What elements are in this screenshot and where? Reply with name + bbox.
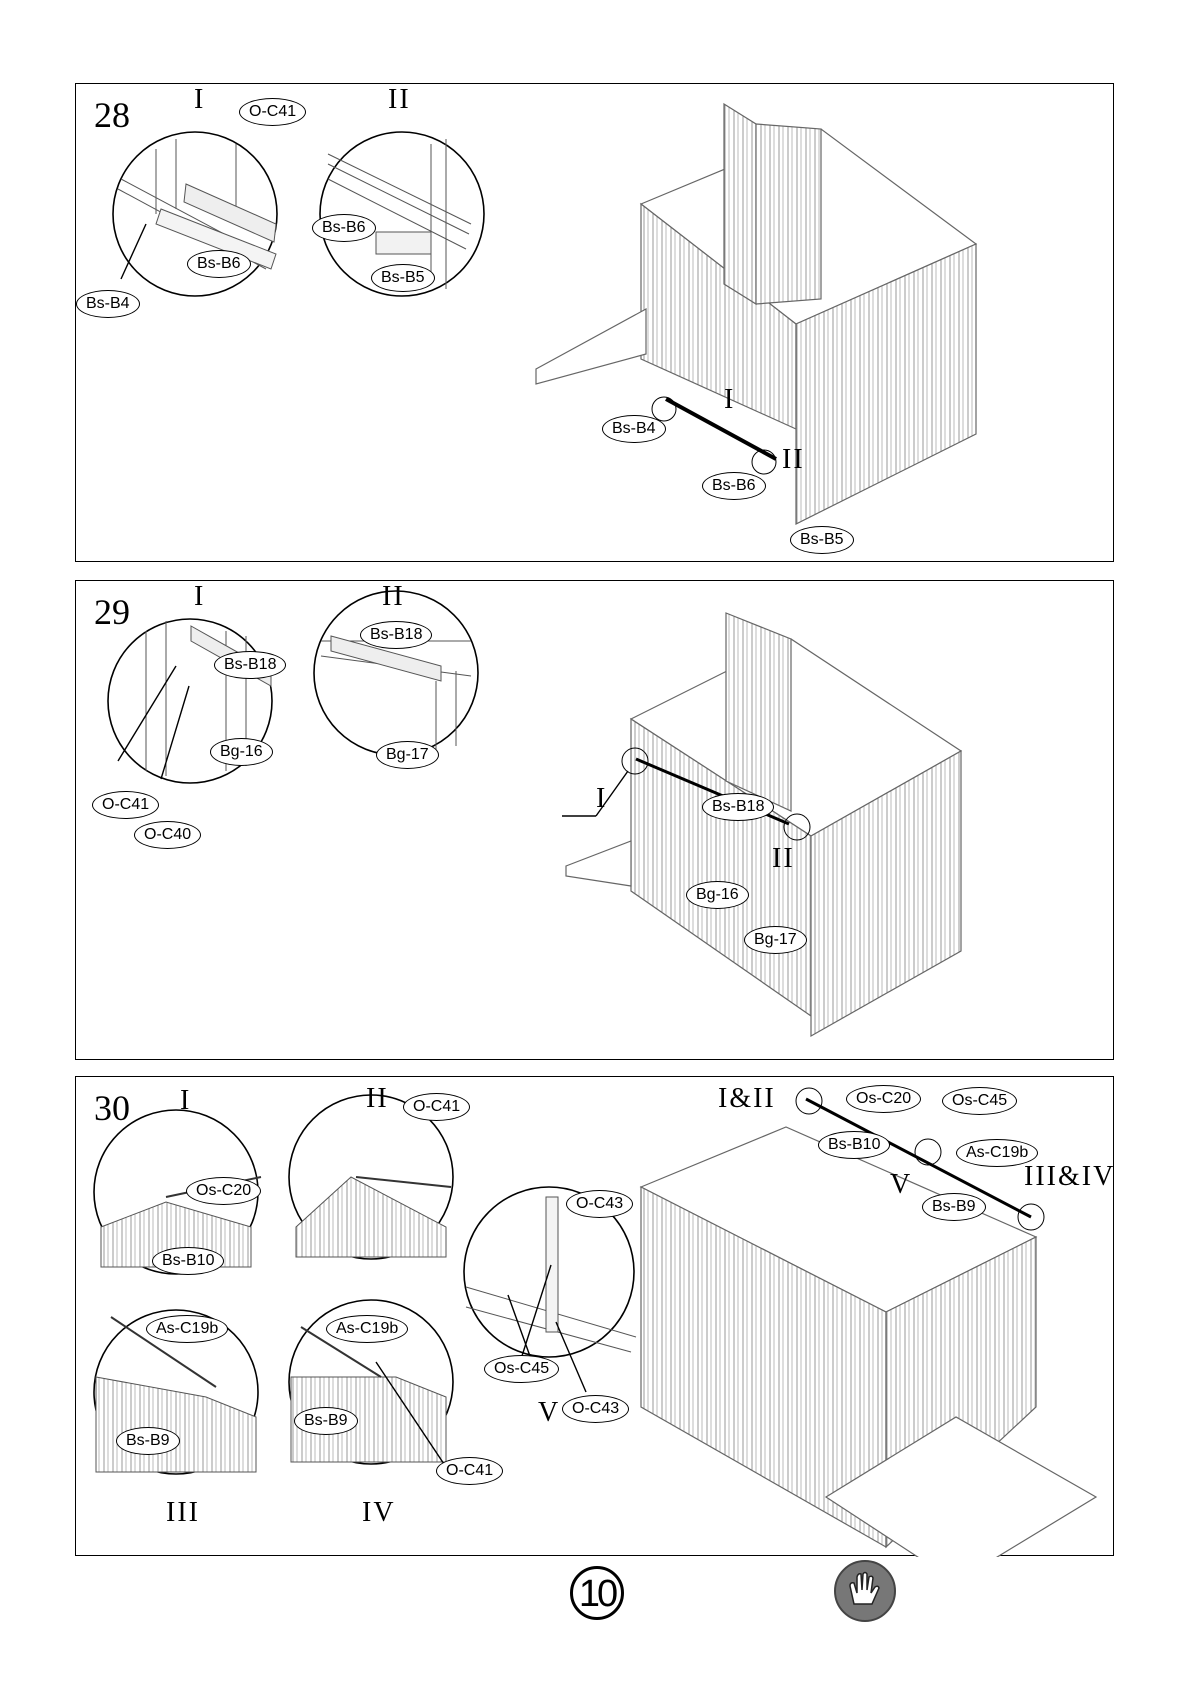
detail-label-ii: II [382,581,405,613]
part-label: Os-C20 [186,1177,261,1205]
part-label: Bs-B5 [790,526,854,554]
part-label: Bs-B4 [76,290,140,318]
page-number: 10 [570,1566,624,1620]
detail-label-iii: III [166,1497,200,1529]
part-label: Bs-B18 [360,621,432,649]
part-label: Bs-B18 [702,793,774,821]
detail-label-v: V [538,1397,560,1429]
part-label: Os-C45 [942,1087,1017,1115]
part-label: O-C41 [239,98,306,126]
gloves-icon [834,1560,896,1622]
scene-marker-i-ii: I&II [718,1083,776,1115]
part-label: Bs-B9 [294,1407,358,1435]
step-number: 30 [94,1087,130,1129]
part-label: Os-C45 [484,1355,559,1383]
part-label: Bg-17 [376,741,439,769]
step-number: 29 [94,591,130,633]
part-label: O-C43 [562,1395,629,1423]
part-label: Bs-B6 [702,472,766,500]
part-label: Bs-B4 [602,415,666,443]
part-label: Bs-B9 [922,1193,986,1221]
part-label: Bg-16 [686,881,749,909]
part-label: Bg-16 [210,738,273,766]
detail-label-iv: IV [362,1497,396,1529]
detail-label-ii: II [366,1083,389,1115]
part-label: Bs-B18 [214,651,286,679]
part-label: As-C19b [956,1139,1038,1167]
step-28-panel: 28 I II I II O-C41 Bs-B4 Bs-B6 Bs-B6 Bs-… [75,83,1114,562]
part-label: O-C41 [403,1093,470,1121]
step-28-illustration [76,84,1115,563]
part-label: Bs-B6 [187,250,251,278]
part-label: Bs-B9 [116,1427,180,1455]
scene-marker-iii-iv: III&IV [1024,1161,1115,1193]
part-label: As-C19b [326,1315,408,1343]
scene-marker-v: V [890,1169,912,1201]
part-label: O-C41 [436,1457,503,1485]
step-29-panel: 29 I II I II Bs-B18 Bg-16 O-C41 O-C40 Bs… [75,580,1114,1060]
detail-label-i: I [180,1085,191,1117]
detail-label-ii: II [388,84,411,116]
part-label: Os-C20 [846,1085,921,1113]
step-30-panel: 30 I II III IV V I&II V III&IV Os-C20 Bs… [75,1076,1114,1556]
part-label: Bs-B10 [818,1131,890,1159]
part-label: Bs-B10 [152,1247,224,1275]
scene-marker-i: I [596,783,607,815]
part-label: Bs-B6 [312,214,376,242]
scene-marker-i: I [724,384,735,416]
part-label: O-C43 [566,1190,633,1218]
detail-label-i: I [194,581,205,613]
part-label: O-C40 [134,821,201,849]
scene-marker-ii: II [772,843,795,875]
part-label: As-C19b [146,1315,228,1343]
part-label: Bg-17 [744,926,807,954]
step-number: 28 [94,94,130,136]
part-label: O-C41 [92,791,159,819]
part-label: Bs-B5 [371,264,435,292]
scene-marker-ii: II [782,444,805,476]
detail-label-i: I [194,84,205,116]
